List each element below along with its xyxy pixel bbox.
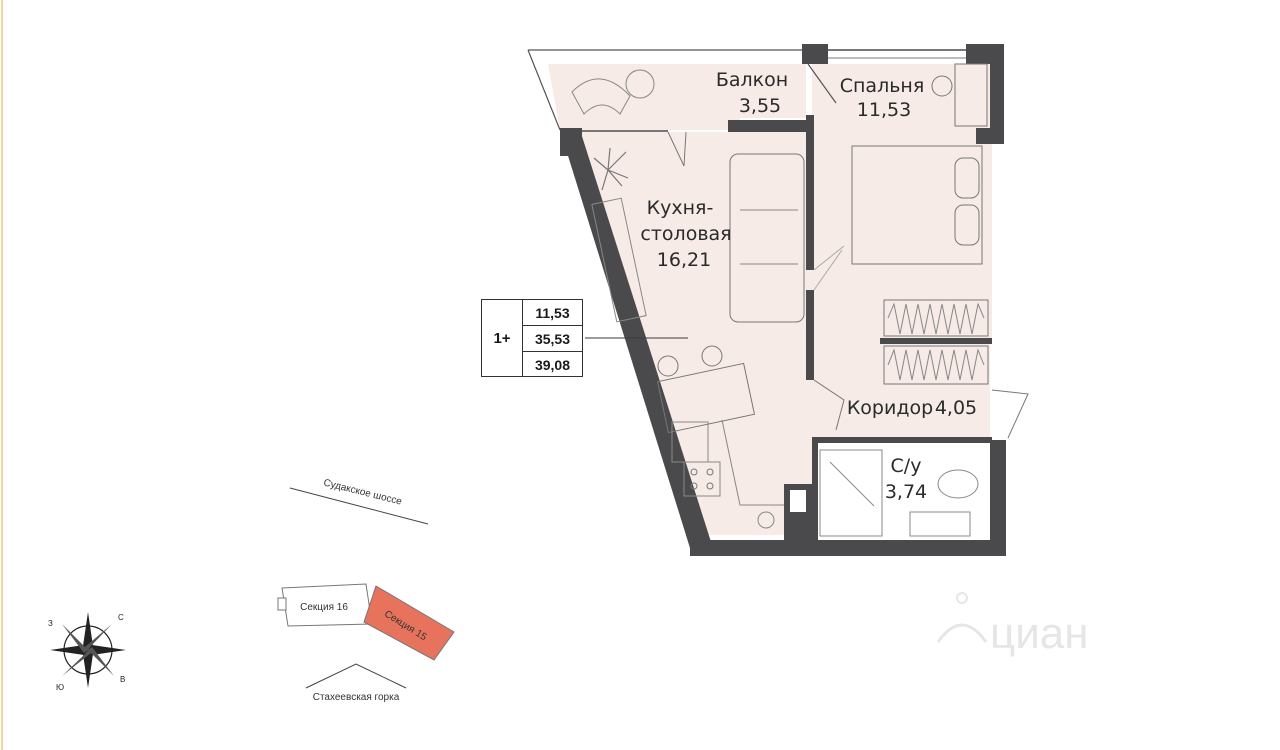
- stove: [683, 461, 721, 497]
- apartment-plan: [527, 44, 1029, 556]
- wall-bedroom-corridor: [880, 338, 992, 344]
- stove-burner-1: [690, 468, 698, 476]
- wall-right-lower: [990, 440, 1006, 556]
- area-table: 1+ 11,53 35,53 39,08: [481, 299, 583, 377]
- balcony-floor: [548, 64, 806, 130]
- wall-bedroom-kitchen-2: [806, 290, 814, 380]
- total-with-balcony-value: 39,08: [534, 356, 571, 373]
- compass-east: В: [120, 675, 125, 684]
- stove-burner-2: [706, 468, 714, 476]
- balcony-table: [625, 69, 655, 99]
- wardrobe-1: [883, 299, 989, 337]
- stove-burner-4: [706, 482, 714, 490]
- stove-burner-3: [690, 482, 698, 490]
- total-area-value: 35,53: [523, 326, 582, 352]
- kitchen-counter: [721, 419, 784, 506]
- living-area-value: 11,53: [523, 300, 582, 326]
- bedroom-floor: [812, 64, 992, 340]
- kitchen-label-line2: столовая: [640, 223, 731, 245]
- compass-west: З: [48, 619, 53, 628]
- kitchen-label-line1: Кухня-: [647, 197, 714, 219]
- bedroom-label: Спальня: [840, 75, 925, 97]
- dining-table: [656, 362, 756, 434]
- wall-right-upper: [990, 62, 1004, 130]
- compass-south: Ю: [56, 683, 64, 692]
- kitchen-area: 16,21: [657, 249, 711, 271]
- shaft-inner: [790, 490, 806, 512]
- door-corridor: [813, 379, 845, 431]
- balcony-right-edge: [807, 63, 837, 104]
- toilet: [937, 469, 979, 499]
- section-15-block: [363, 585, 455, 661]
- corridor-label: Коридор: [847, 397, 933, 419]
- apartment-type: 1+: [482, 300, 523, 376]
- compass-icon: С З Ю В: [48, 612, 126, 692]
- section-16-notch: [277, 597, 287, 611]
- dining-chair-2: [701, 345, 723, 367]
- bed: [851, 145, 983, 265]
- section-16-label: Секция 16: [300, 602, 348, 613]
- bath-sink: [909, 511, 971, 537]
- balcony-chair: [571, 78, 631, 115]
- wall-window-left: [560, 128, 582, 156]
- wardrobe-2-hangers: [887, 348, 985, 381]
- balcony-area: 3,55: [739, 95, 781, 117]
- bedroom-chair: [931, 75, 953, 97]
- wardrobe-1-hangers: [887, 302, 985, 335]
- cian-watermark: циан: [936, 592, 1089, 658]
- bathroom-label: С/у: [891, 455, 922, 477]
- wardrobe-2: [883, 345, 989, 385]
- road-label: Судакское шоссе: [322, 478, 403, 508]
- tv-stand: [591, 197, 647, 323]
- pillow-1: [954, 157, 980, 199]
- door-bedroom: [813, 245, 845, 291]
- shower: [819, 449, 883, 537]
- area-label: Стахеевская горка: [313, 692, 400, 703]
- bedroom-area: 11,53: [857, 99, 911, 121]
- bathroom-area: 3,74: [885, 481, 927, 503]
- area-chevron: [305, 663, 407, 689]
- wall-right-mid: [976, 128, 1004, 144]
- door-entrance: [991, 389, 1029, 439]
- shower-diagonal: [829, 461, 875, 507]
- door-balcony: [667, 131, 687, 167]
- sofa: [729, 153, 805, 323]
- wall-top-right-2: [966, 44, 1004, 64]
- wall-bath-left: [812, 437, 818, 542]
- balcony-label: Балкон: [716, 69, 788, 91]
- wall-top-right: [802, 44, 828, 64]
- wall-bath-top: [812, 437, 992, 443]
- balcony-left-edge: [527, 49, 561, 131]
- compass-north: С: [118, 613, 124, 622]
- wall-bedroom-kitchen: [806, 115, 814, 270]
- plant-icon: [593, 147, 629, 191]
- wall-balcony-inner: [728, 120, 812, 132]
- wall-bottom: [690, 540, 1006, 556]
- kitchen-bin: [757, 511, 775, 529]
- bedroom-desk: [954, 63, 988, 127]
- dining-chair-1: [657, 355, 679, 377]
- corridor-area: 4,05: [935, 397, 977, 419]
- road-line: [289, 487, 429, 525]
- site-map: Судакское шоссе Секция 16 Секция 15 Стах…: [277, 478, 455, 703]
- watermark-text: циан: [990, 609, 1089, 658]
- pillow-2: [954, 204, 980, 246]
